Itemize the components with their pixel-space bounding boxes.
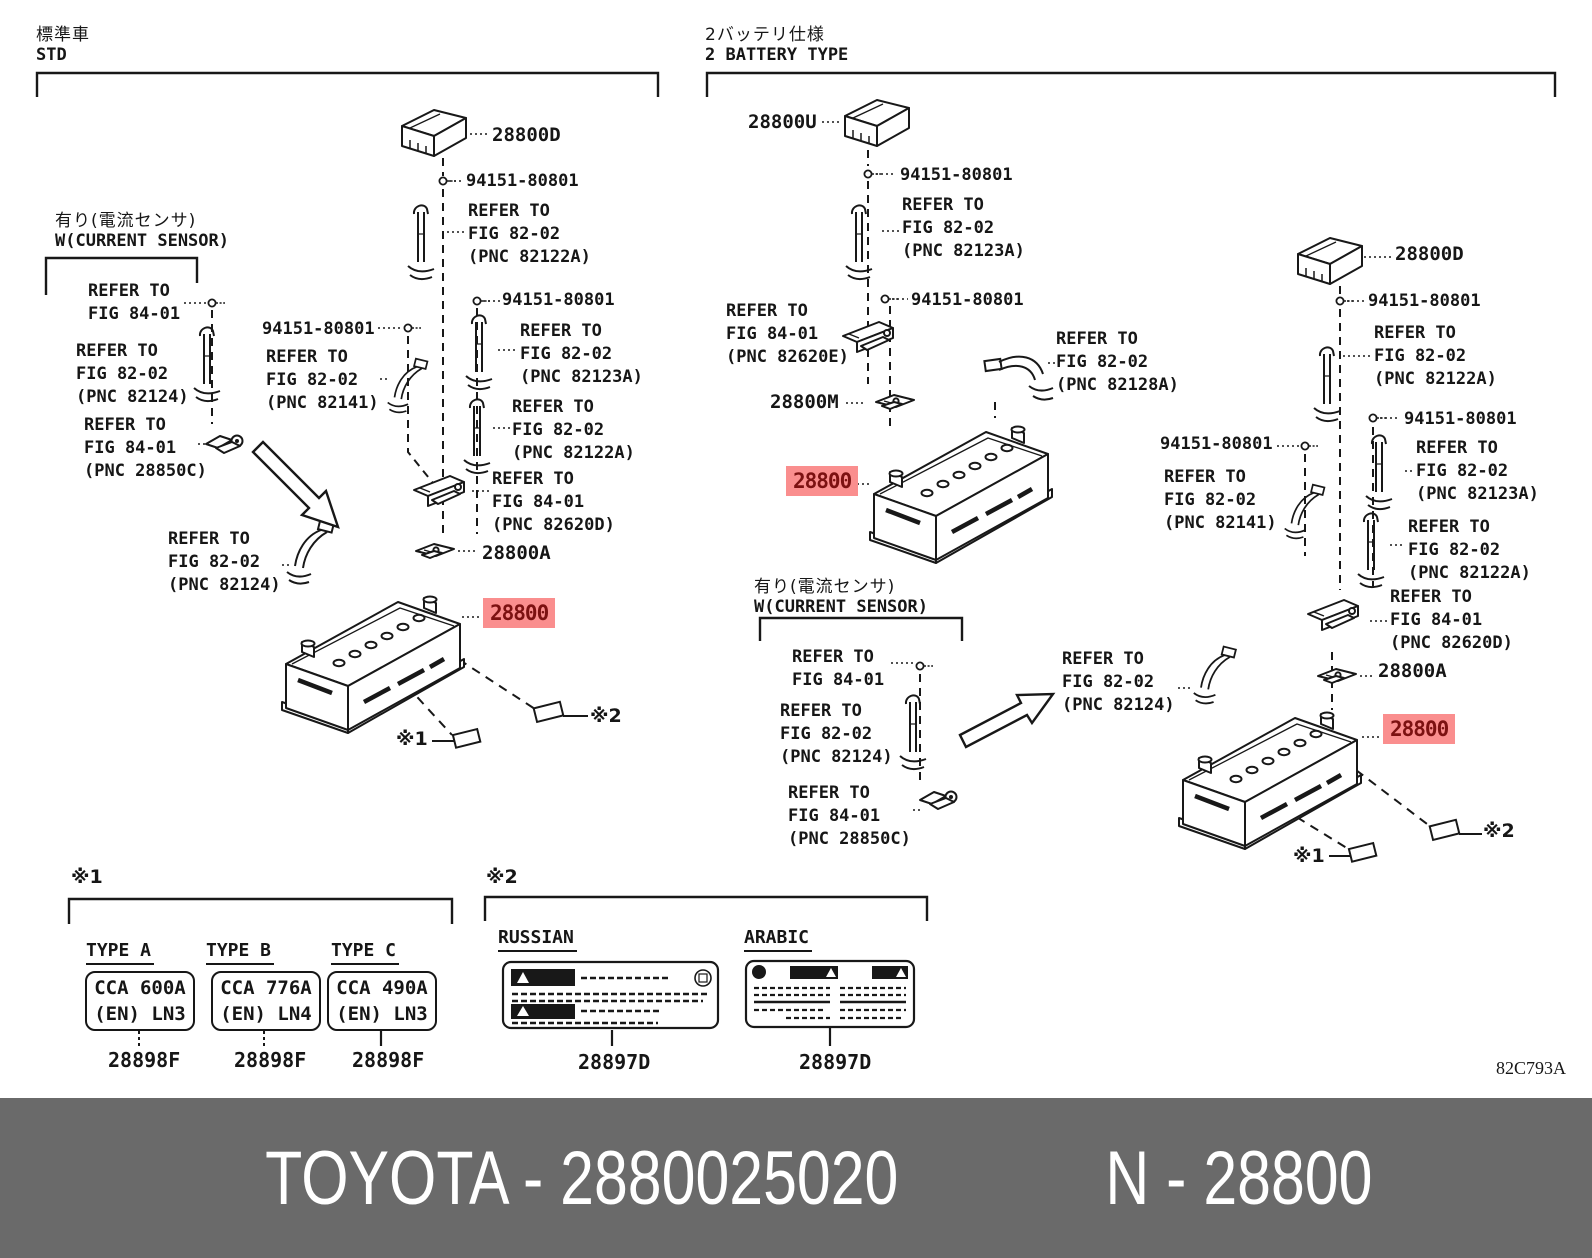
ref-fig8202-pnc82124-std-2: REFER TO FIG 82-02 (PNC 82124) — [168, 529, 281, 595]
2batt-section-art — [842, 99, 1482, 863]
ref-fig8202-pnc82123a-2b-2: REFER TO FIG 82-02 (PNC 82123A) — [1416, 438, 1539, 504]
assembly-dashed-lines — [211, 150, 1374, 780]
ref-fig8401-pnc82620d-2b: REFER TO FIG 84-01 (PNC 82620D) — [1390, 587, 1513, 653]
2batt-section-title: 2 BATTERY TYPE — [705, 45, 849, 65]
callout-94151-80801-2b-5: 94151-80801 — [1160, 434, 1273, 454]
callout-28800d-2b: 28800D — [1395, 243, 1464, 265]
battery-illustration-2b-right — [1179, 713, 1361, 850]
callout-28898f-a: 28898F — [108, 1048, 181, 1072]
note-ref2-2b: ※2 — [1483, 820, 1515, 842]
callout-28897d-russian: 28897D — [578, 1050, 651, 1074]
footer-part-number: TOYOTA - 2880025020 — [265, 1135, 899, 1221]
sensor-section-title-std: W(CURRENT SENSOR) — [55, 231, 229, 251]
diagram-line-art — [35, 71, 1557, 1046]
label-leader-lines — [184, 121, 1413, 811]
ref-fig8202-pnc82124-std-1: REFER TO FIG 82-02 (PNC 82124) — [76, 341, 189, 407]
ref-fig8401-pnc28850c-2b: REFER TO FIG 84-01 (PNC 28850C) — [788, 783, 911, 849]
spec-tags-2b — [1329, 818, 1482, 863]
direction-arrow-std — [251, 440, 340, 529]
battery-illustration-std — [282, 597, 464, 734]
callout-28800a-2b: 28800A — [1378, 660, 1447, 682]
part-28800-std-highlight[interactable]: 28800 — [483, 598, 556, 628]
legend-leader-lines-dotted — [138, 1031, 265, 1046]
type-b-spec-box: CCA 776A (EN) LN4 — [211, 971, 321, 1031]
callout-28898f-c: 28898F — [352, 1048, 425, 1072]
legend2-note: ※2 — [486, 866, 518, 888]
callout-28800a-std: 28800A — [482, 542, 551, 564]
ref-fig8401-2b: REFER TO FIG 84-01 — [792, 647, 885, 690]
callout-94151-80801-2b-3: 94151-80801 — [1368, 291, 1481, 311]
callout-94151-80801-2b-4: 94151-80801 — [1404, 409, 1517, 429]
callout-94151-80801-std-1: 94151-80801 — [466, 171, 579, 191]
ref-fig8202-pnc82124-2b-2: REFER TO FIG 82-02 (PNC 82124) — [1062, 649, 1175, 715]
sensor-section-title-jp-std: 有り(電流センサ) — [55, 211, 197, 231]
2batt-section-title-jp: 2バッテリ仕様 — [705, 25, 825, 45]
callout-28898f-b: 28898F — [234, 1048, 307, 1072]
russian-label-header: RUSSIAN — [498, 927, 577, 952]
callout-28897d-arabic: 28897D — [799, 1050, 872, 1074]
note-ref1-std: ※1 — [396, 728, 428, 750]
ref-fig8202-pnc82123a-2b: REFER TO FIG 82-02 (PNC 82123A) — [902, 195, 1025, 261]
legend1-note: ※1 — [71, 866, 103, 888]
battery-illustration-2b-left — [870, 427, 1052, 564]
ref-fig8401-pnc28850c-std: REFER TO FIG 84-01 (PNC 28850C) — [84, 415, 207, 481]
tag-dashed-lines — [384, 641, 1432, 851]
callout-28800d-std: 28800D — [492, 124, 561, 146]
note-ref1-2b: ※1 — [1293, 845, 1325, 867]
russian-warning-label-art — [501, 960, 720, 1030]
section-brackets — [35, 71, 1557, 924]
type-b-header: TYPE B — [206, 940, 275, 965]
ref-fig8202-pnc82122a-2b-2: REFER TO FIG 82-02 (PNC 82122A) — [1408, 517, 1531, 583]
type-a-header: TYPE A — [86, 940, 155, 965]
ref-fig8202-pnc82122a-2b-1: REFER TO FIG 82-02 (PNC 82122A) — [1374, 323, 1497, 389]
ref-fig8202-pnc82122a-std: REFER TO FIG 82-02 (PNC 82122A) — [468, 201, 591, 267]
ref-fig8202-pnc82141-2b: REFER TO FIG 82-02 (PNC 82141) — [1164, 467, 1277, 533]
std-section-art — [193, 109, 588, 749]
arabic-warning-label-art — [744, 959, 916, 1029]
ref-fig8401-std: REFER TO FIG 84-01 — [88, 281, 181, 324]
spec-tags-std — [432, 700, 588, 749]
type-c-spec-box: CCA 490A (EN) LN3 — [327, 971, 437, 1031]
callout-28800u: 28800U — [748, 111, 817, 133]
direction-arrow-2b — [958, 692, 1056, 749]
ref-fig8202-pnc82124-2b-1: REFER TO FIG 82-02 (PNC 82124) — [780, 701, 893, 767]
std-section-title: STD — [36, 45, 67, 65]
arabic-label-header: ARABIC — [744, 927, 813, 952]
note-ref2-std: ※2 — [590, 705, 622, 727]
footer-bar: TOYOTA - 2880025020 N - 28800 — [0, 1098, 1592, 1258]
type-c-header: TYPE C — [331, 940, 400, 965]
callout-94151-80801-std-3: 94151-80801 — [502, 290, 615, 310]
std-section-title-jp: 標準車 — [36, 25, 90, 45]
diagram-code: 82C793A — [1496, 1058, 1567, 1078]
sensor-section-title-2b: W(CURRENT SENSOR) — [754, 597, 928, 617]
footer-reference-number: N - 28800 — [1105, 1135, 1373, 1221]
type-a-spec-box: CCA 600A (EN) LN3 — [85, 971, 195, 1031]
ref-fig8401-pnc82620d-std: REFER TO FIG 84-01 (PNC 82620D) — [492, 469, 615, 535]
ref-fig8202-pnc82122a-std-2: REFER TO FIG 82-02 (PNC 82122A) — [512, 397, 635, 463]
callout-28800m: 28800M — [770, 391, 839, 413]
callout-94151-80801-2b-1: 94151-80801 — [900, 165, 1013, 185]
callout-94151-80801-std-2: 94151-80801 — [262, 319, 375, 339]
callout-94151-80801-2b-2: 94151-80801 — [911, 290, 1024, 310]
part-28800-2b-right-highlight[interactable]: 28800 — [1383, 714, 1456, 744]
part-28800-2b-highlight[interactable]: 28800 — [786, 466, 859, 496]
sensor-section-title-jp-2b: 有り(電流センサ) — [754, 577, 896, 597]
legend-leader-lines — [379, 1028, 832, 1046]
ref-fig8202-pnc82141-std: REFER TO FIG 82-02 (PNC 82141) — [266, 347, 379, 413]
ref-fig8202-pnc82123a-std: REFER TO FIG 82-02 (PNC 82123A) — [520, 321, 643, 387]
ref-fig8202-pnc82128a-2b: REFER TO FIG 82-02 (PNC 82128A) — [1056, 329, 1179, 395]
ref-fig8401-pnc82620e-2b: REFER TO FIG 84-01 (PNC 82620E) — [726, 301, 849, 367]
